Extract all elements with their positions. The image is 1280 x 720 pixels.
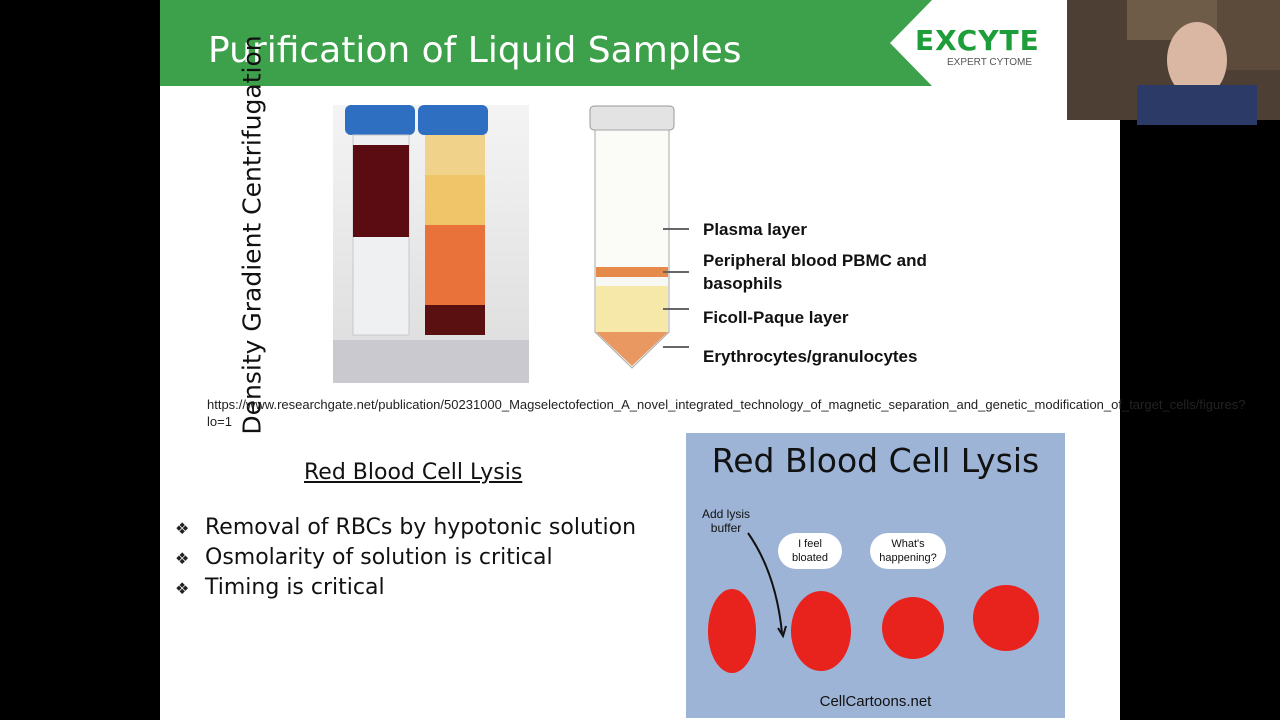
bullet-text: Timing is critical xyxy=(205,575,385,600)
pbmc-layer-label: Peripheral blood PBMC and basophils xyxy=(703,251,927,293)
cartoon-credit: CellCartoons.net xyxy=(819,693,932,710)
logo: EXCYTE EXPERT CYTOME xyxy=(915,24,1067,72)
reference-link[interactable]: https://www.researchgate.net/publication… xyxy=(207,397,1246,429)
tube-diagram xyxy=(585,100,705,375)
cartoon-caption: Add lysis buffer xyxy=(701,507,751,535)
cartoon-title: Red Blood Cell Lysis xyxy=(711,441,1040,480)
bullet-text: Osmolarity of solution is critical xyxy=(205,545,553,570)
ficoll-layer-label: Ficoll-Paque layer xyxy=(703,308,849,327)
slide: Purification of Liquid Samples EXCYTE EX… xyxy=(160,0,1246,720)
speech-bubble-bloated: I feel bloated xyxy=(778,533,842,569)
density-gradient-label: Density Gradient Centrifugation xyxy=(222,35,282,434)
density-gradient-label-text: Density Gradient Centrifugation xyxy=(237,35,267,435)
logo-brand: EXCYTE xyxy=(915,24,1040,57)
logo-tagline: EXPERT CYTOME xyxy=(947,57,1033,68)
bullet-item: ❖ Removal of RBCs by hypotonic solution xyxy=(175,513,636,543)
speech-bubble-happening: What's happening? xyxy=(870,533,946,569)
lysis-cartoon: Red Blood Cell Lysis Add lysis buffer I … xyxy=(686,433,1065,718)
bullet-item: ❖ Timing is critical xyxy=(175,573,636,603)
slide-title: Purification of Liquid Samples xyxy=(208,30,742,71)
bullet-item: ❖ Osmolarity of solution is critical xyxy=(175,543,636,573)
section-heading: Red Blood Cell Lysis xyxy=(304,460,523,485)
diamond-bullet-icon: ❖ xyxy=(175,519,190,538)
bullet-text: Removal of RBCs by hypotonic solution xyxy=(205,515,637,540)
bullet-list: ❖ Removal of RBCs by hypotonic solution ❖… xyxy=(175,513,636,603)
diamond-bullet-icon: ❖ xyxy=(175,579,190,598)
diamond-bullet-icon: ❖ xyxy=(175,549,190,568)
tubes-photo xyxy=(333,105,529,383)
erythrocyte-layer-label: Erythrocytes/granulocytes xyxy=(703,347,918,366)
plasma-layer-label: Plasma layer xyxy=(703,220,807,239)
cells-illustration xyxy=(708,532,1039,673)
title-banner: Purification of Liquid Samples xyxy=(160,0,932,86)
webcam-video xyxy=(1067,0,1280,125)
